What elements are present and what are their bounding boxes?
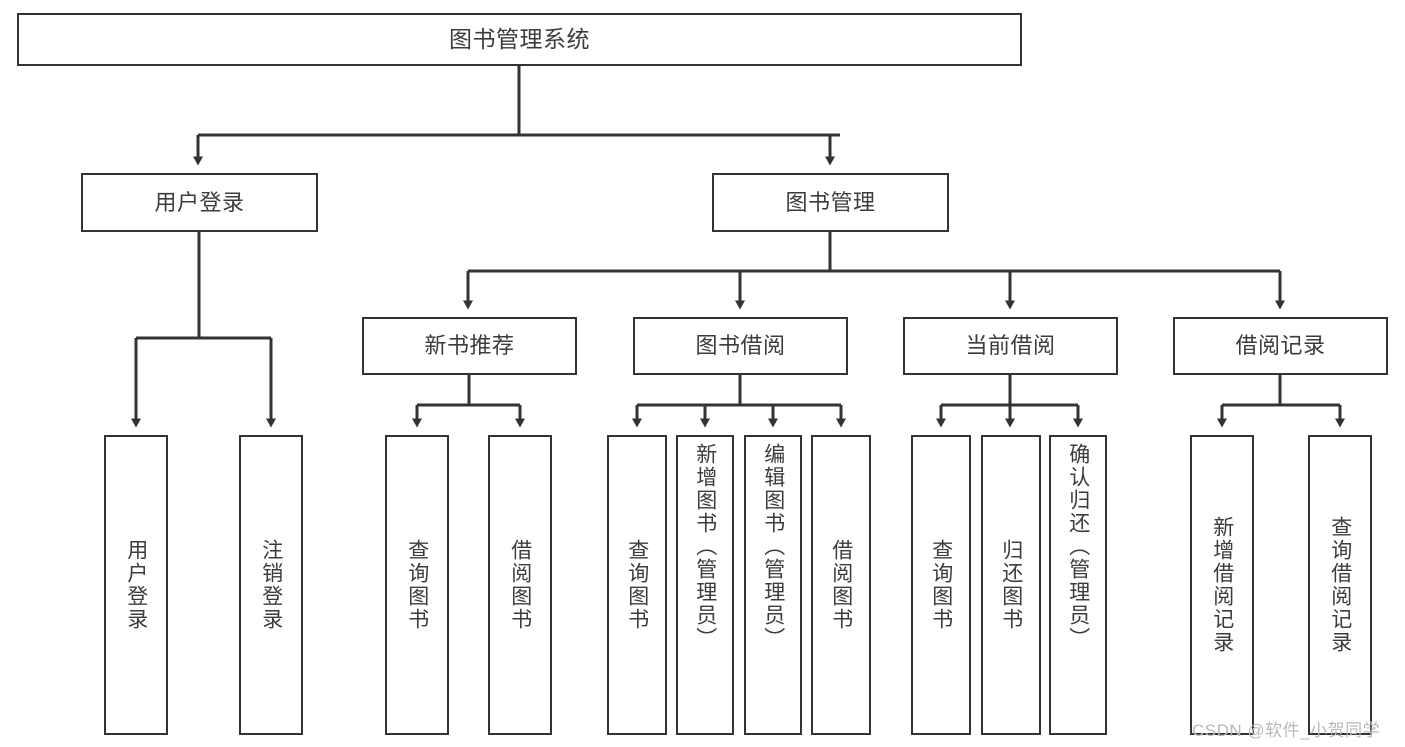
node-borrow-record[interactable]: 借阅记录 (1173, 317, 1388, 375)
node-label: 图书借阅 (695, 333, 786, 359)
node-current-borrow[interactable]: 当前借阅 (903, 317, 1118, 375)
leaf-book-borrow-edit-book-admin[interactable]: 编辑图书（管理员） (744, 435, 802, 735)
leaf-borrow-record-add-record[interactable]: 新增借阅记录 (1190, 435, 1254, 735)
node-label: 归还图书 (999, 539, 1023, 631)
node-label: 图书管理系统 (449, 26, 590, 53)
leaf-user-login-login[interactable]: 用户登录 (104, 435, 168, 735)
node-user-login[interactable]: 用户登录 (81, 173, 318, 232)
node-root-book-management-system[interactable]: 图书管理系统 (17, 13, 1022, 66)
node-label: 新增图书（管理员） (693, 443, 717, 650)
leaf-new-book-query-book[interactable]: 查询图书 (385, 435, 449, 735)
leaf-current-borrow-query-book[interactable]: 查询图书 (911, 435, 971, 735)
node-label: 确认归还（管理员） (1066, 443, 1090, 650)
node-book-borrow[interactable]: 图书借阅 (633, 317, 848, 375)
node-label: 查询图书 (625, 539, 649, 631)
leaf-new-book-borrow-book[interactable]: 借阅图书 (488, 435, 552, 735)
leaf-borrow-record-query-record[interactable]: 查询借阅记录 (1308, 435, 1372, 735)
node-label: 图书管理 (785, 189, 876, 215)
node-new-book-recommend[interactable]: 新书推荐 (362, 317, 577, 375)
node-label: 用户登录 (154, 189, 245, 215)
watermark: CSDN @软件_小贺同学 (1192, 721, 1381, 740)
node-label: 借阅图书 (508, 539, 532, 631)
leaf-current-borrow-return-book[interactable]: 归还图书 (981, 435, 1041, 735)
node-label: 注销登录 (259, 539, 283, 631)
node-label: 编辑图书（管理员） (761, 443, 785, 650)
node-label: 新书推荐 (424, 333, 515, 359)
leaf-book-borrow-query-book[interactable]: 查询图书 (607, 435, 667, 735)
node-label: 借阅记录 (1235, 333, 1326, 359)
leaf-book-borrow-borrow-book[interactable]: 借阅图书 (811, 435, 871, 735)
node-label: 查询借阅记录 (1328, 516, 1352, 654)
node-label: 用户登录 (124, 539, 148, 631)
node-label: 当前借阅 (965, 333, 1056, 359)
leaf-user-login-logout[interactable]: 注销登录 (239, 435, 303, 735)
node-label: 查询图书 (405, 539, 429, 631)
leaf-current-borrow-confirm-return-admin[interactable]: 确认归还（管理员） (1049, 435, 1107, 735)
node-book-management[interactable]: 图书管理 (712, 173, 949, 232)
node-label: 查询图书 (929, 539, 953, 631)
node-label: 新增借阅记录 (1210, 516, 1234, 654)
leaf-book-borrow-add-book-admin[interactable]: 新增图书（管理员） (676, 435, 734, 735)
node-label: 借阅图书 (829, 539, 853, 631)
